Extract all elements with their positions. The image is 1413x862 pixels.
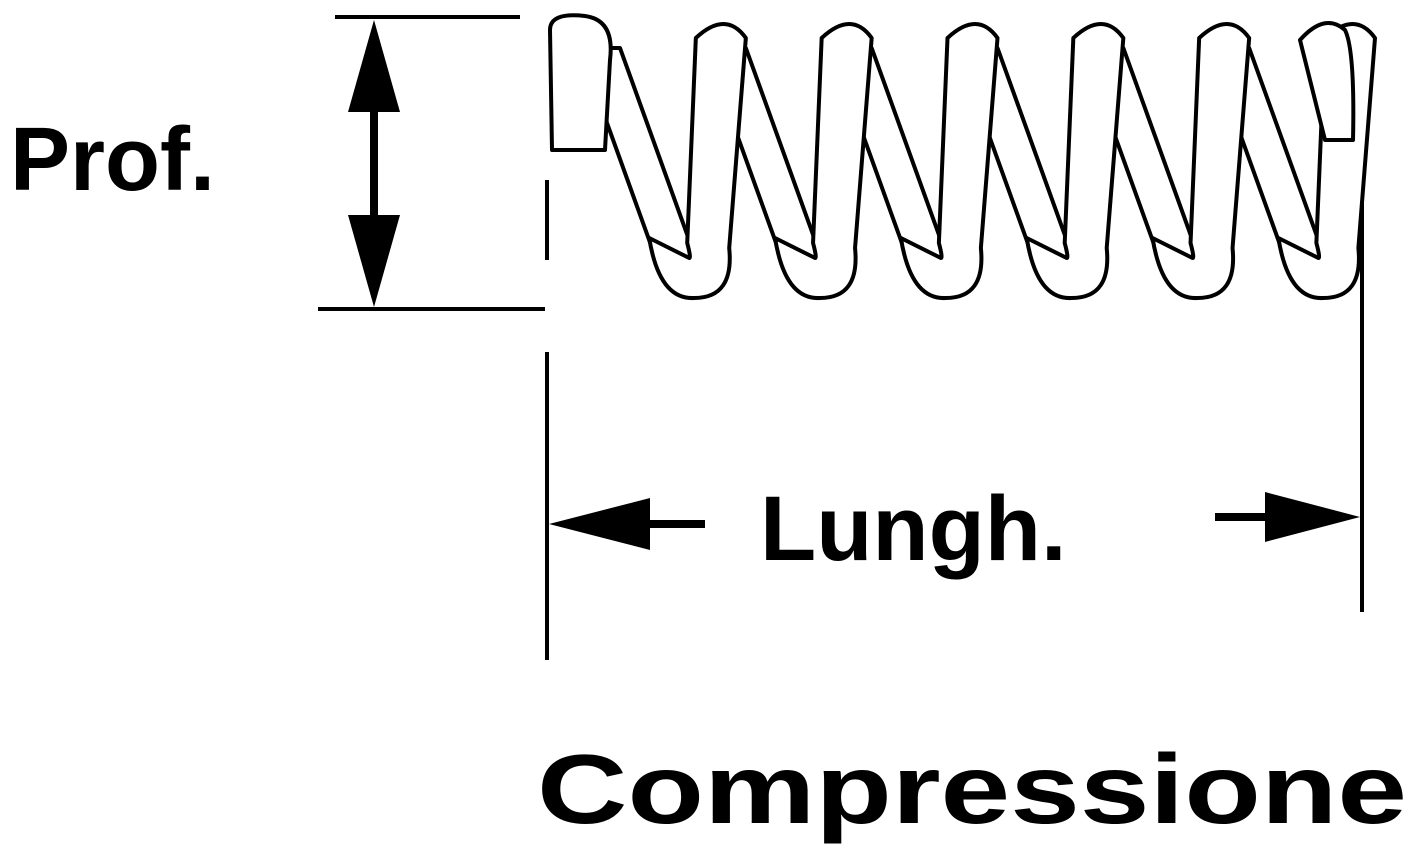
spring-left-end-cap	[548, 13, 613, 152]
spring-coil-front-strand	[647, 22, 748, 301]
spring-coil-front-strand	[898, 22, 1000, 301]
spring-coil-front-strand	[1150, 22, 1252, 301]
length-arrow-left-icon	[549, 498, 650, 550]
depth-arrow-up-icon	[348, 20, 400, 112]
length-dimension: Lungh.	[545, 180, 1364, 660]
spring-coil-front-strand	[1024, 22, 1126, 301]
spring-right-end-cap	[1298, 20, 1356, 142]
depth-label: Prof.	[10, 110, 215, 210]
compression-spring	[548, 13, 1377, 301]
length-label: Lungh.	[760, 478, 1067, 580]
spring-coil-front-strand	[773, 22, 874, 301]
depth-dimension: Prof.	[10, 15, 545, 311]
length-arrow-right-icon	[1265, 492, 1360, 542]
spring-type-caption: Compressione	[537, 734, 1407, 844]
depth-arrow-down-icon	[348, 215, 400, 307]
